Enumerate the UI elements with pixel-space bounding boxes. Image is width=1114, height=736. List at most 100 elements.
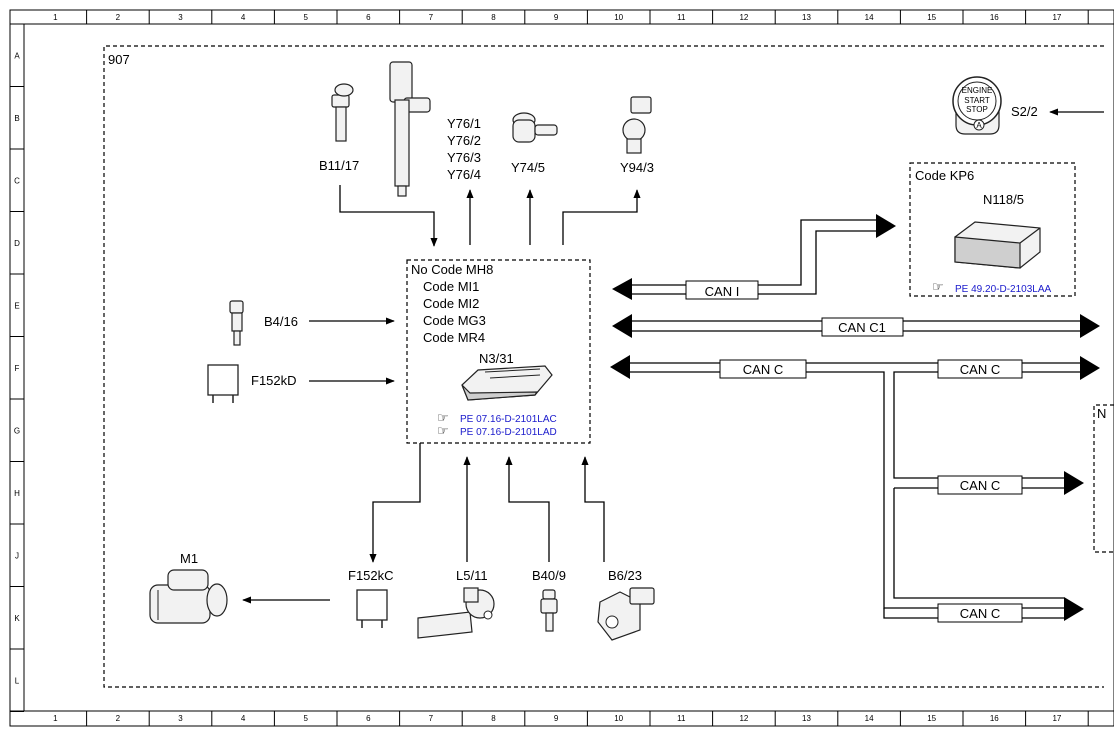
starter-motor-icon [149, 569, 228, 624]
ecu-ref-1[interactable]: ☞ PE 07.16-D-2101LAC [437, 410, 557, 425]
grid-column-label: 16 [990, 13, 999, 22]
grid-row-label: C [14, 176, 20, 185]
y74-5-icon [512, 112, 558, 143]
grid-column-label: 15 [927, 714, 936, 723]
grid-column-label: 10 [614, 13, 623, 22]
y94-3-label: Y94/3 [620, 160, 654, 175]
f152kc-relay-icon [356, 589, 388, 628]
can-c-label: CAN C [743, 362, 783, 377]
grid-row-label: E [14, 301, 19, 310]
n118-5-label: N118/5 [983, 192, 1024, 207]
start-stop-switch: ENGINE START STOP A [952, 76, 1002, 135]
b6-23-label: B6/23 [608, 568, 642, 583]
can-i-label: CAN I [705, 284, 740, 299]
m1-label: M1 [180, 551, 198, 566]
ecu-name: N3/31 [479, 351, 514, 366]
b6-23-icon [597, 587, 655, 641]
switch-start-text: START [964, 96, 990, 105]
y94-3-icon [622, 96, 652, 154]
n118-5-icon [954, 221, 1041, 269]
grid-column-label: 5 [303, 714, 308, 723]
grid-column-label: 4 [241, 714, 246, 723]
ecu-code-mr4: Code MR4 [423, 330, 485, 345]
grid-column-label: 15 [927, 13, 936, 22]
b40-9-icon [540, 589, 558, 632]
grid-column-label: 13 [802, 714, 811, 723]
grid-row-label: G [14, 426, 20, 435]
can-c-branch-2-label: CAN C [960, 478, 1000, 493]
b11-17-wire [339, 185, 438, 247]
y74-5-label: Y74/5 [511, 160, 545, 175]
y76-2-label: Y76/2 [447, 133, 481, 148]
grid-column-label: 2 [116, 714, 121, 723]
grid-column-label: 17 [1052, 714, 1061, 723]
module-label: 907 [108, 52, 130, 67]
ecu-ref-2-text[interactable]: PE 07.16-D-2101LAD [460, 427, 557, 438]
grid-column-label: 9 [554, 714, 559, 723]
can-c1-label: CAN C1 [838, 320, 886, 335]
y76-3-label: Y76/3 [447, 150, 481, 165]
can-c-branch-3-label: CAN C [960, 606, 1000, 621]
grid-column-label: 11 [677, 13, 686, 22]
grid-column-label: 3 [178, 714, 183, 723]
ecu-ref-2[interactable]: ☞ PE 07.16-D-2101LAD [437, 423, 557, 438]
ecu-ref-1-text[interactable]: PE 07.16-D-2101LAC [460, 414, 557, 425]
b11-17-icon [331, 83, 354, 142]
y76-4-label: Y76/4 [447, 167, 481, 182]
grid-column-label: 7 [429, 714, 434, 723]
ecu-icon [461, 365, 553, 401]
b40-9-wire [505, 456, 550, 562]
grid-row-label: J [15, 551, 19, 560]
cut-off-box [1093, 404, 1114, 553]
grid-column-label: 6 [366, 714, 371, 723]
grid-column-label: 13 [802, 13, 811, 22]
grid-row-label: K [14, 614, 20, 623]
grid-column-label: 7 [429, 13, 434, 22]
l5-11-icon [417, 587, 495, 639]
grid-column-label: 8 [491, 13, 496, 22]
grid-row-label: D [14, 239, 20, 248]
s2-2-label: S2/2 [1011, 104, 1038, 119]
grid-column-label: 8 [491, 714, 496, 723]
b40-9-label: B40/9 [532, 568, 566, 583]
grid-column-label: 5 [303, 13, 308, 22]
grid-column-label: 12 [739, 714, 748, 723]
injector-icon [389, 61, 431, 197]
grid-column-label: 14 [865, 13, 874, 22]
grid-column-label: 17 [1052, 13, 1061, 22]
kp6-label: Code KP6 [915, 168, 974, 183]
grid-column-label: 16 [990, 714, 999, 723]
can-c1-bus: CAN C1 [612, 314, 1100, 338]
grid-column-label: 1 [53, 714, 58, 723]
kp6-box [909, 162, 1076, 297]
ecu-code-mi1: Code MI1 [423, 279, 479, 294]
cut-off-label: N [1097, 406, 1106, 421]
kp6-ref[interactable]: ☞ PE 49.20-D-2103LAA [932, 279, 1052, 295]
ecu-code-mg3: Code MG3 [423, 313, 486, 328]
f152kc-wire [369, 443, 421, 563]
b6-23-wire [581, 456, 605, 562]
y94-3-wire [562, 189, 641, 245]
switch-engine-text: ENGINE [962, 86, 993, 95]
b4-16-icon [229, 300, 244, 346]
grid-column-label: 12 [739, 13, 748, 22]
grid-column-label: 9 [554, 13, 559, 22]
can-i-bus: CAN I [612, 214, 896, 300]
grid-column-label: 6 [366, 13, 371, 22]
kp6-ref-text[interactable]: PE 49.20-D-2103LAA [955, 284, 1052, 295]
f152kd-relay-icon [207, 364, 239, 403]
module-907-boundary [103, 45, 1104, 688]
can-c-bus: CAN C CAN C CAN C CAN C [610, 355, 1100, 623]
ecu-n3-31-box [406, 259, 591, 444]
grid-column-label: 3 [178, 13, 183, 22]
f152kc-label: F152kC [348, 568, 394, 583]
ecu-code-mi2: Code MI2 [423, 296, 479, 311]
grid-row-label: B [14, 114, 19, 123]
b4-16-label: B4/16 [264, 314, 298, 329]
l5-11-label: L5/11 [456, 568, 488, 583]
can-c-branch-1-label: CAN C [960, 362, 1000, 377]
y76-1-label: Y76/1 [447, 116, 481, 131]
